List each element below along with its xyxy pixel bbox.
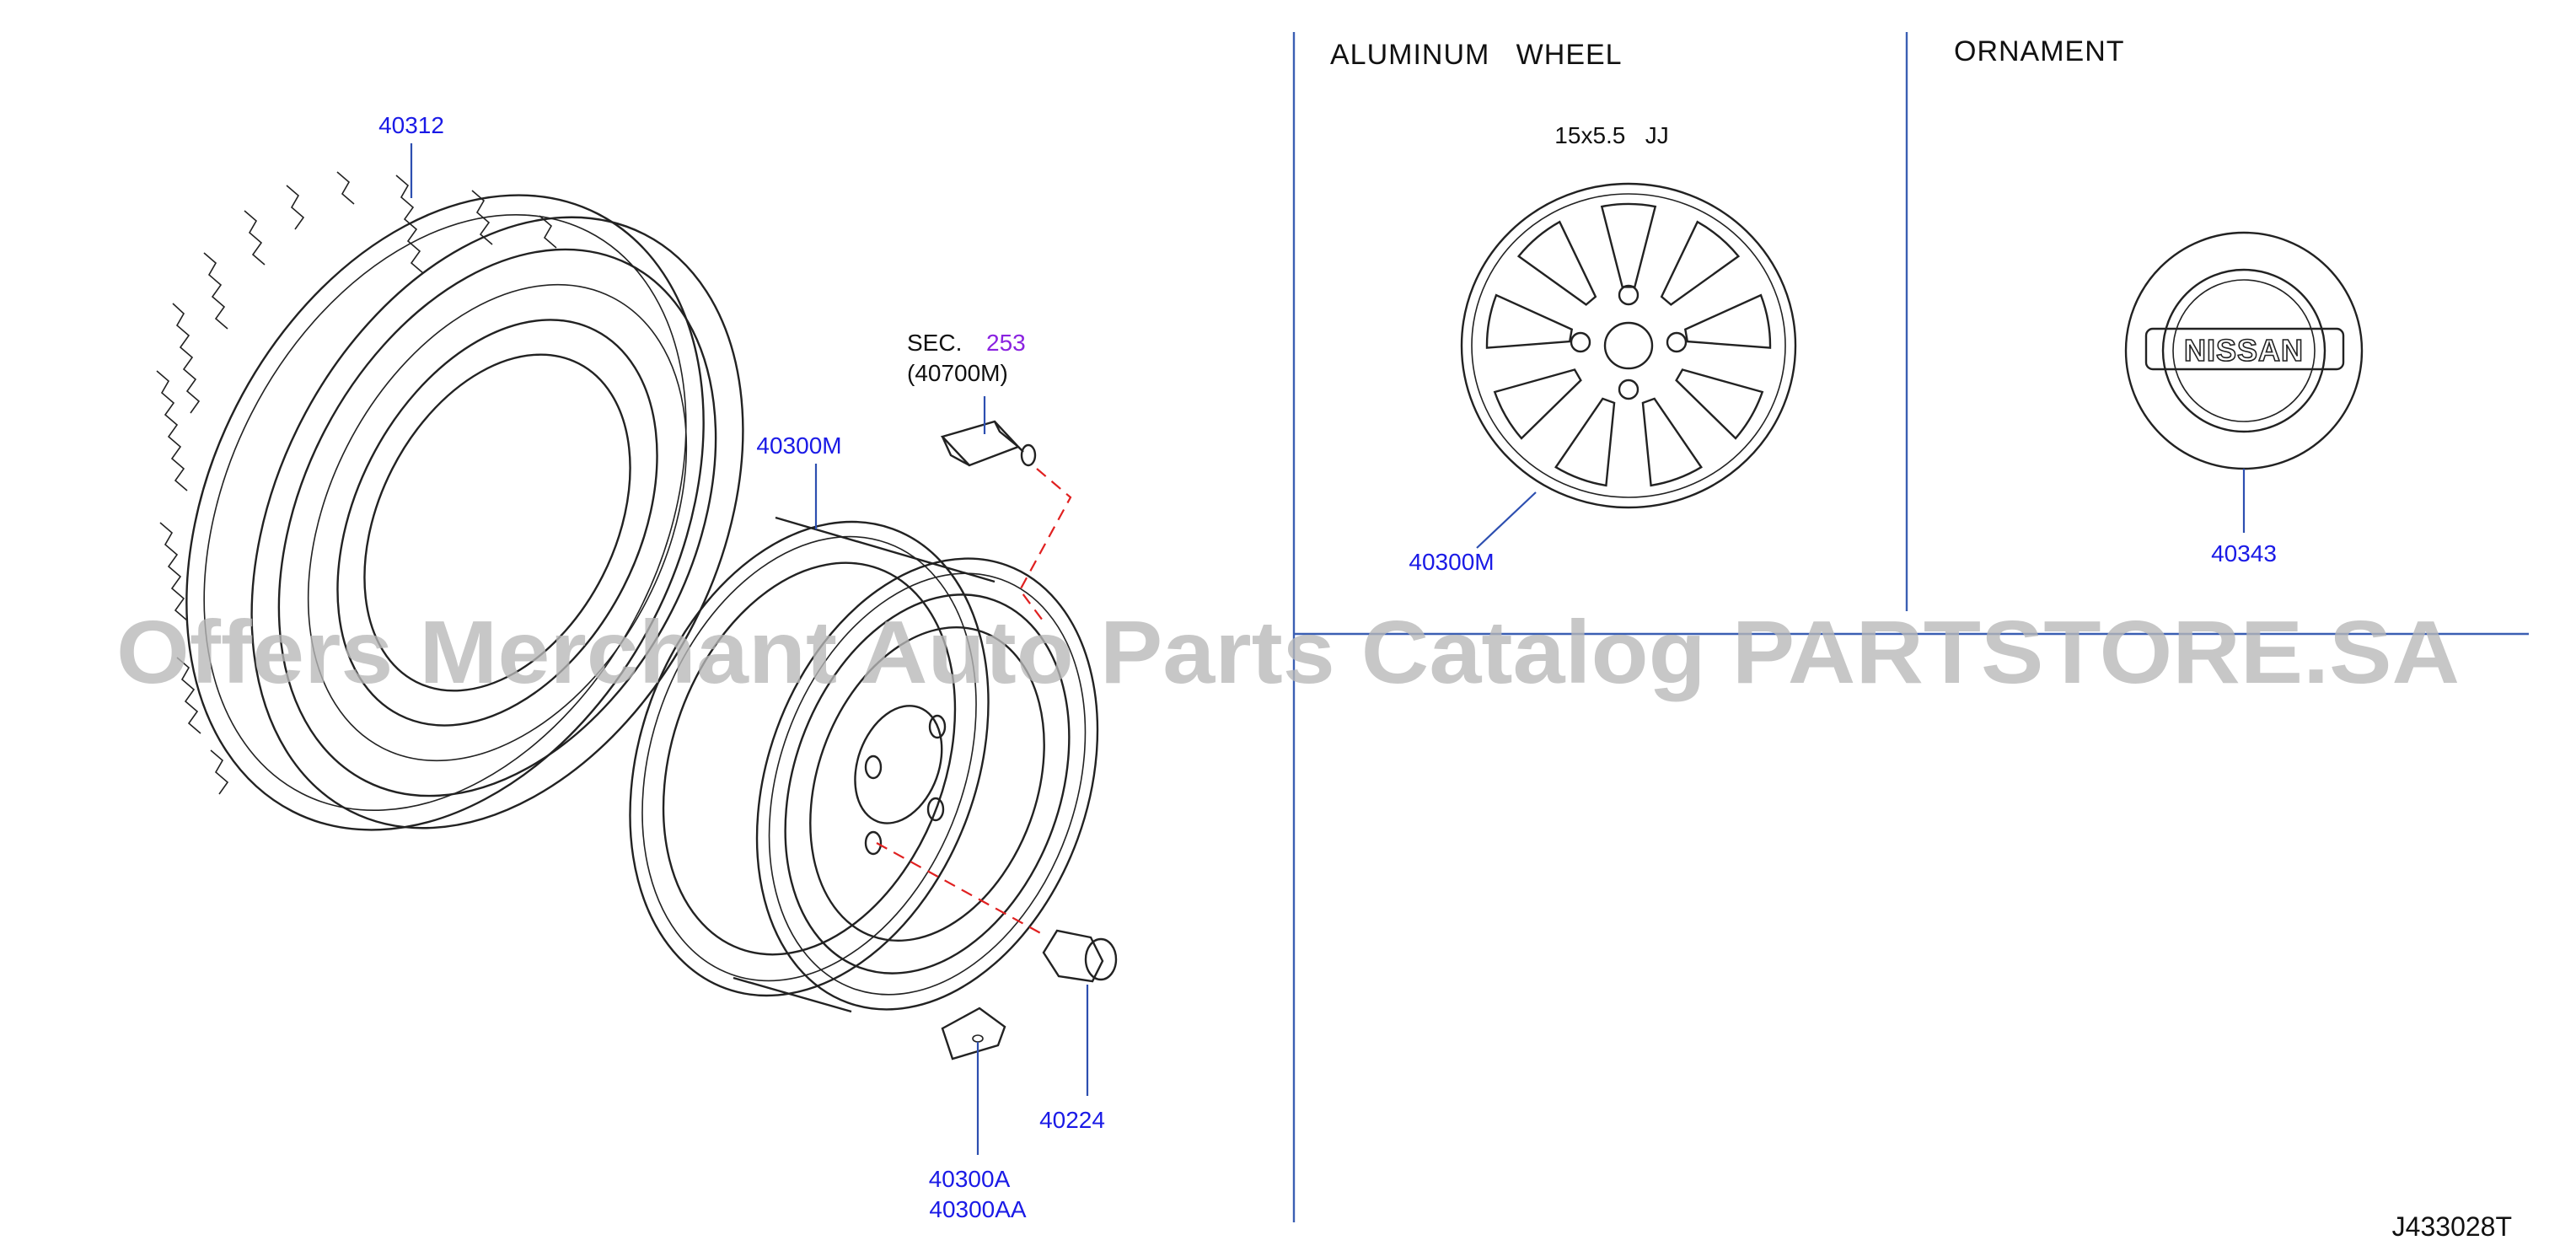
section-title-ornament: ORNAMENT — [1954, 35, 2125, 67]
alloy-wheel-slot — [1516, 220, 1597, 306]
tpms-sensor-illustration[interactable]: SEC. 253 (40700M) — [907, 330, 1037, 467]
lug-nut-illustration[interactable]: 40224 — [1039, 929, 1118, 1133]
nissan-logo: NISSAN — [2184, 333, 2304, 368]
alloy-wheel-slot — [1683, 293, 1772, 349]
sec-label: SEC. — [907, 330, 962, 356]
section-title-aluminum-wheel: ALUMINUM WHEEL — [1330, 39, 1623, 71]
steel-wheel-illustration[interactable]: 40300M — [567, 432, 1157, 1057]
watermark: Offers Merchant Auto Parts Catalog PARTS… — [116, 603, 2460, 702]
part-number-nut[interactable]: 40224 — [1039, 1107, 1105, 1133]
sec-part-number: (40700M) — [907, 360, 1008, 386]
sec-number-link[interactable]: 253 — [986, 330, 1026, 356]
alloy-wheel-slot — [1493, 368, 1582, 440]
alloy-wheel-illustration[interactable]: 40300M — [1409, 182, 1797, 575]
balance-weight-illustration[interactable]: 40300A 40300AA — [929, 1007, 1027, 1222]
part-number-ornament[interactable]: 40343 — [2211, 540, 2277, 566]
alloy-wheel-slot — [1660, 220, 1741, 306]
wheel-size-label: 15x5.5 JJ — [1554, 122, 1668, 148]
alloy-wheel-slot — [1600, 202, 1657, 288]
part-number-alloy-wheel[interactable]: 40300M — [1409, 549, 1494, 575]
section-dividers — [1292, 32, 2529, 1222]
alloy-wheel-slot — [1554, 397, 1616, 487]
alloy-wheel-slot — [1675, 368, 1764, 440]
part-number-tire[interactable]: 40312 — [378, 112, 444, 138]
part-number-weight-a[interactable]: 40300A — [929, 1166, 1011, 1192]
tire-illustration[interactable]: 40312 — [84, 107, 841, 918]
part-number-weight-aa[interactable]: 40300AA — [929, 1196, 1027, 1222]
alloy-wheel-slot — [1641, 397, 1703, 487]
alloy-wheel-slot — [1485, 293, 1574, 349]
center-cap-illustration[interactable]: NISSAN 40343 — [2124, 231, 2364, 566]
part-number-steel-wheel[interactable]: 40300M — [756, 432, 841, 459]
diagram-id: J433028T — [2392, 1211, 2512, 1242]
